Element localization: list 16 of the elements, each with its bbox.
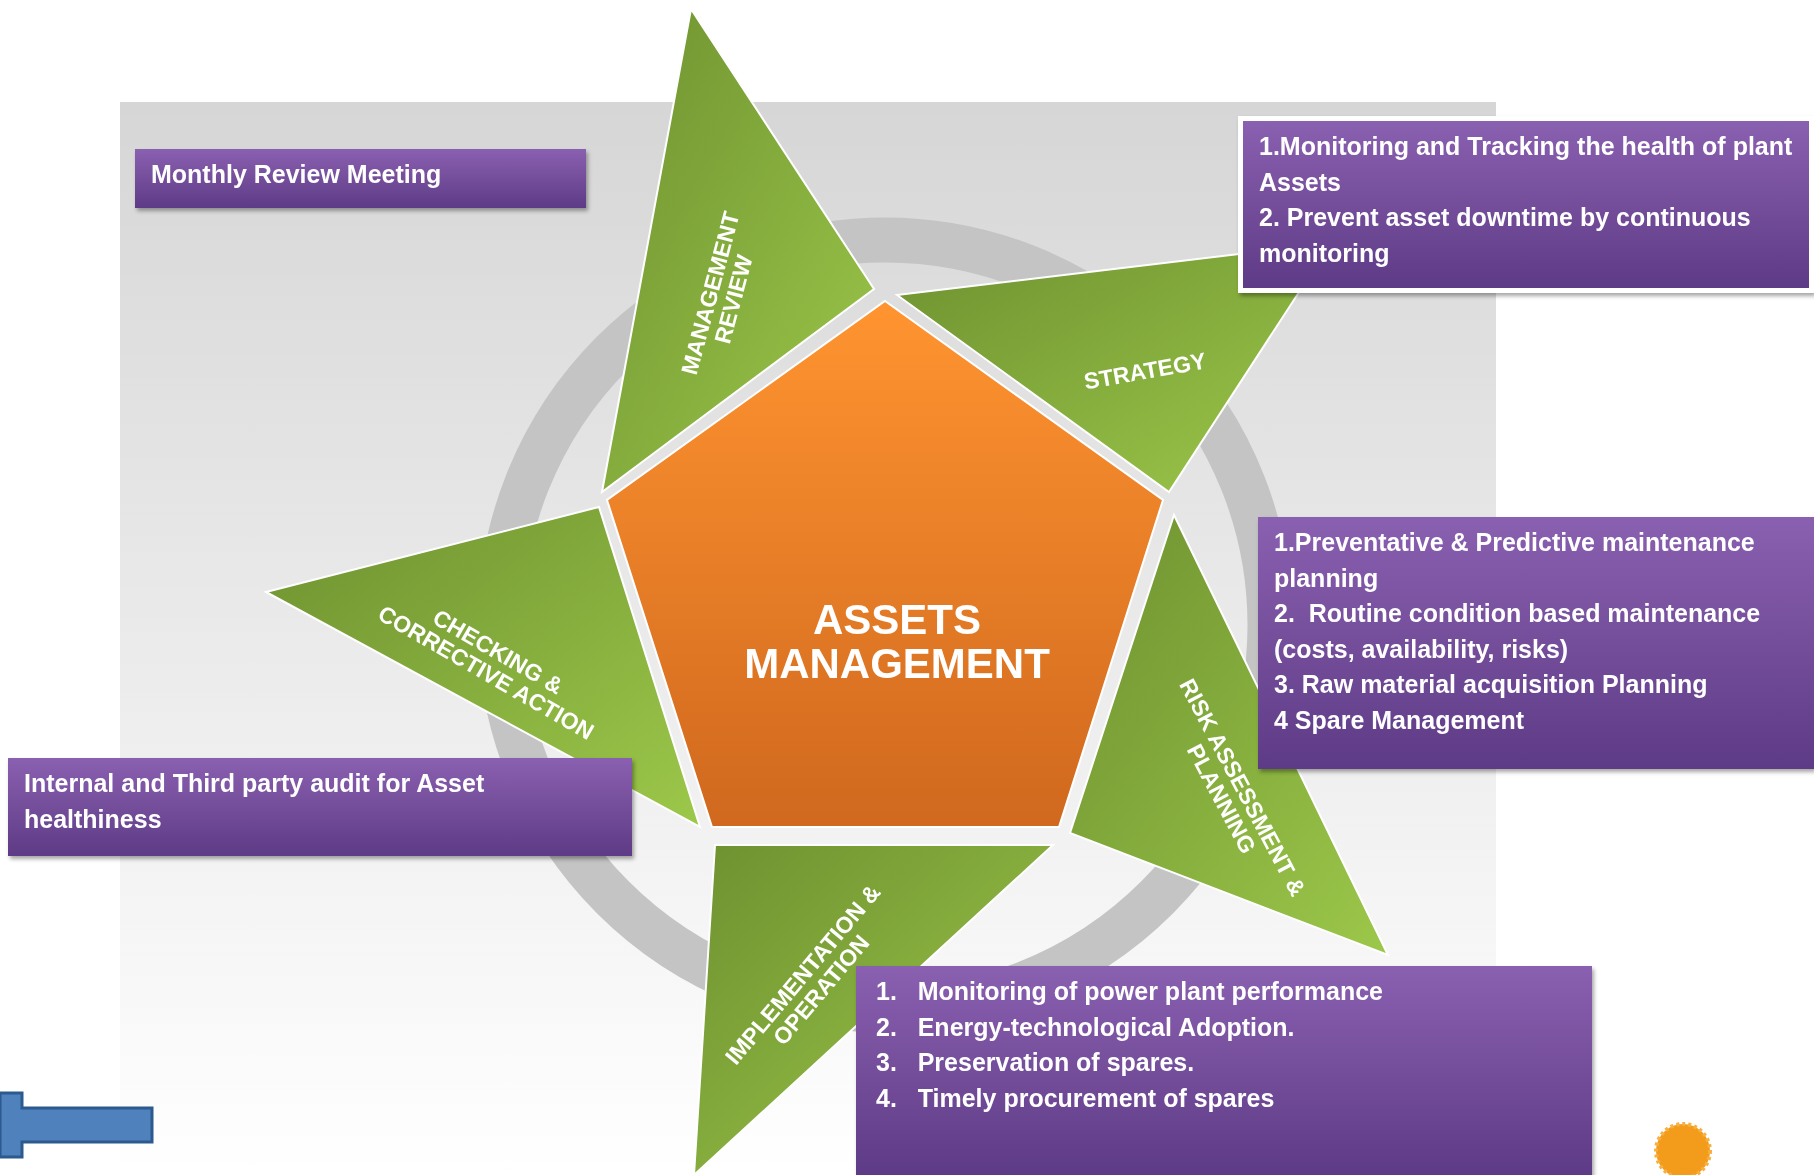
callout-text: 1.Monitoring and Tracking the health of plant Assets (1259, 131, 1793, 198)
callout-text: 1.Preventative & Predictive maintenance planning (1274, 527, 1756, 594)
callout-text: 2. Routine condition based maintenance (costs, availability, risks) (1274, 598, 1762, 665)
callout-text: 3. Preservation of spares. (876, 1047, 1196, 1078)
callout-box (8, 758, 632, 856)
callout-text: 2. Energy-technological Adoption. (876, 1011, 1296, 1043)
callout-text: 4. Timely procurement of spares (876, 1082, 1276, 1114)
callout-text: Monthly Review Meeting (151, 159, 443, 190)
callout-text: 1. Monitoring of power plant performance (876, 976, 1384, 1007)
segment-label: STRATEGY (1080, 346, 1210, 397)
callout-text: 2. Prevent asset downtime by continuous monitoring (1259, 202, 1752, 269)
callout-text: 3. Raw material acquisition Planning (1274, 669, 1709, 700)
center-title: ASSETS MANAGEMENT (743, 598, 1051, 687)
callout-box (135, 149, 586, 208)
callout-text: 4 Spare Management (1274, 704, 1526, 736)
callout-text: Internal and Third party audit for Asset healthiness (24, 768, 486, 835)
